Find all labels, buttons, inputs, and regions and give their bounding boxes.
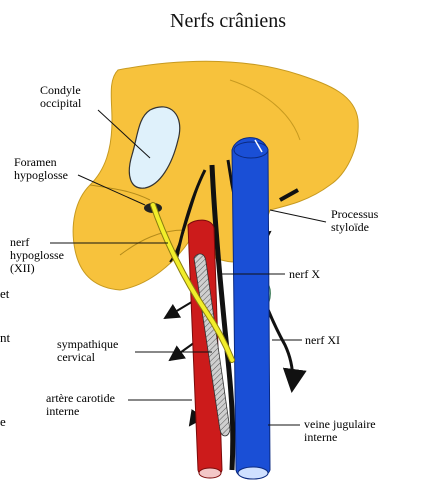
- edge-fragment: et: [0, 286, 10, 301]
- edge-fragment: nt: [0, 330, 11, 345]
- label-veine-jugulaire: veine jugulaire interne: [304, 417, 376, 444]
- skull-base-bone: [72, 60, 359, 291]
- label-processus-styloide: Processus styloïde: [331, 207, 379, 234]
- label-foramen-hypoglosse: Foramen hypoglosse: [14, 155, 68, 182]
- label-condyle: Condyle occipital: [40, 83, 82, 110]
- edge-fragment: e: [0, 414, 6, 429]
- label-nerf-x: nerf X: [289, 267, 320, 281]
- sympathetic-trunk: [193, 253, 231, 437]
- diagram-title: Nerfs crâniens: [170, 10, 287, 32]
- label-sympathique-cervical: sympathique cervical: [57, 337, 119, 364]
- label-artere-carotide: artère carotide interne: [46, 391, 115, 418]
- internal-jugular-vein: [231, 137, 271, 480]
- label-nerf-xi: nerf XI: [305, 333, 340, 347]
- occipital-condyle: [128, 106, 181, 189]
- label-nerf-hypoglosse: nerf hypoglosse (XII): [10, 235, 64, 275]
